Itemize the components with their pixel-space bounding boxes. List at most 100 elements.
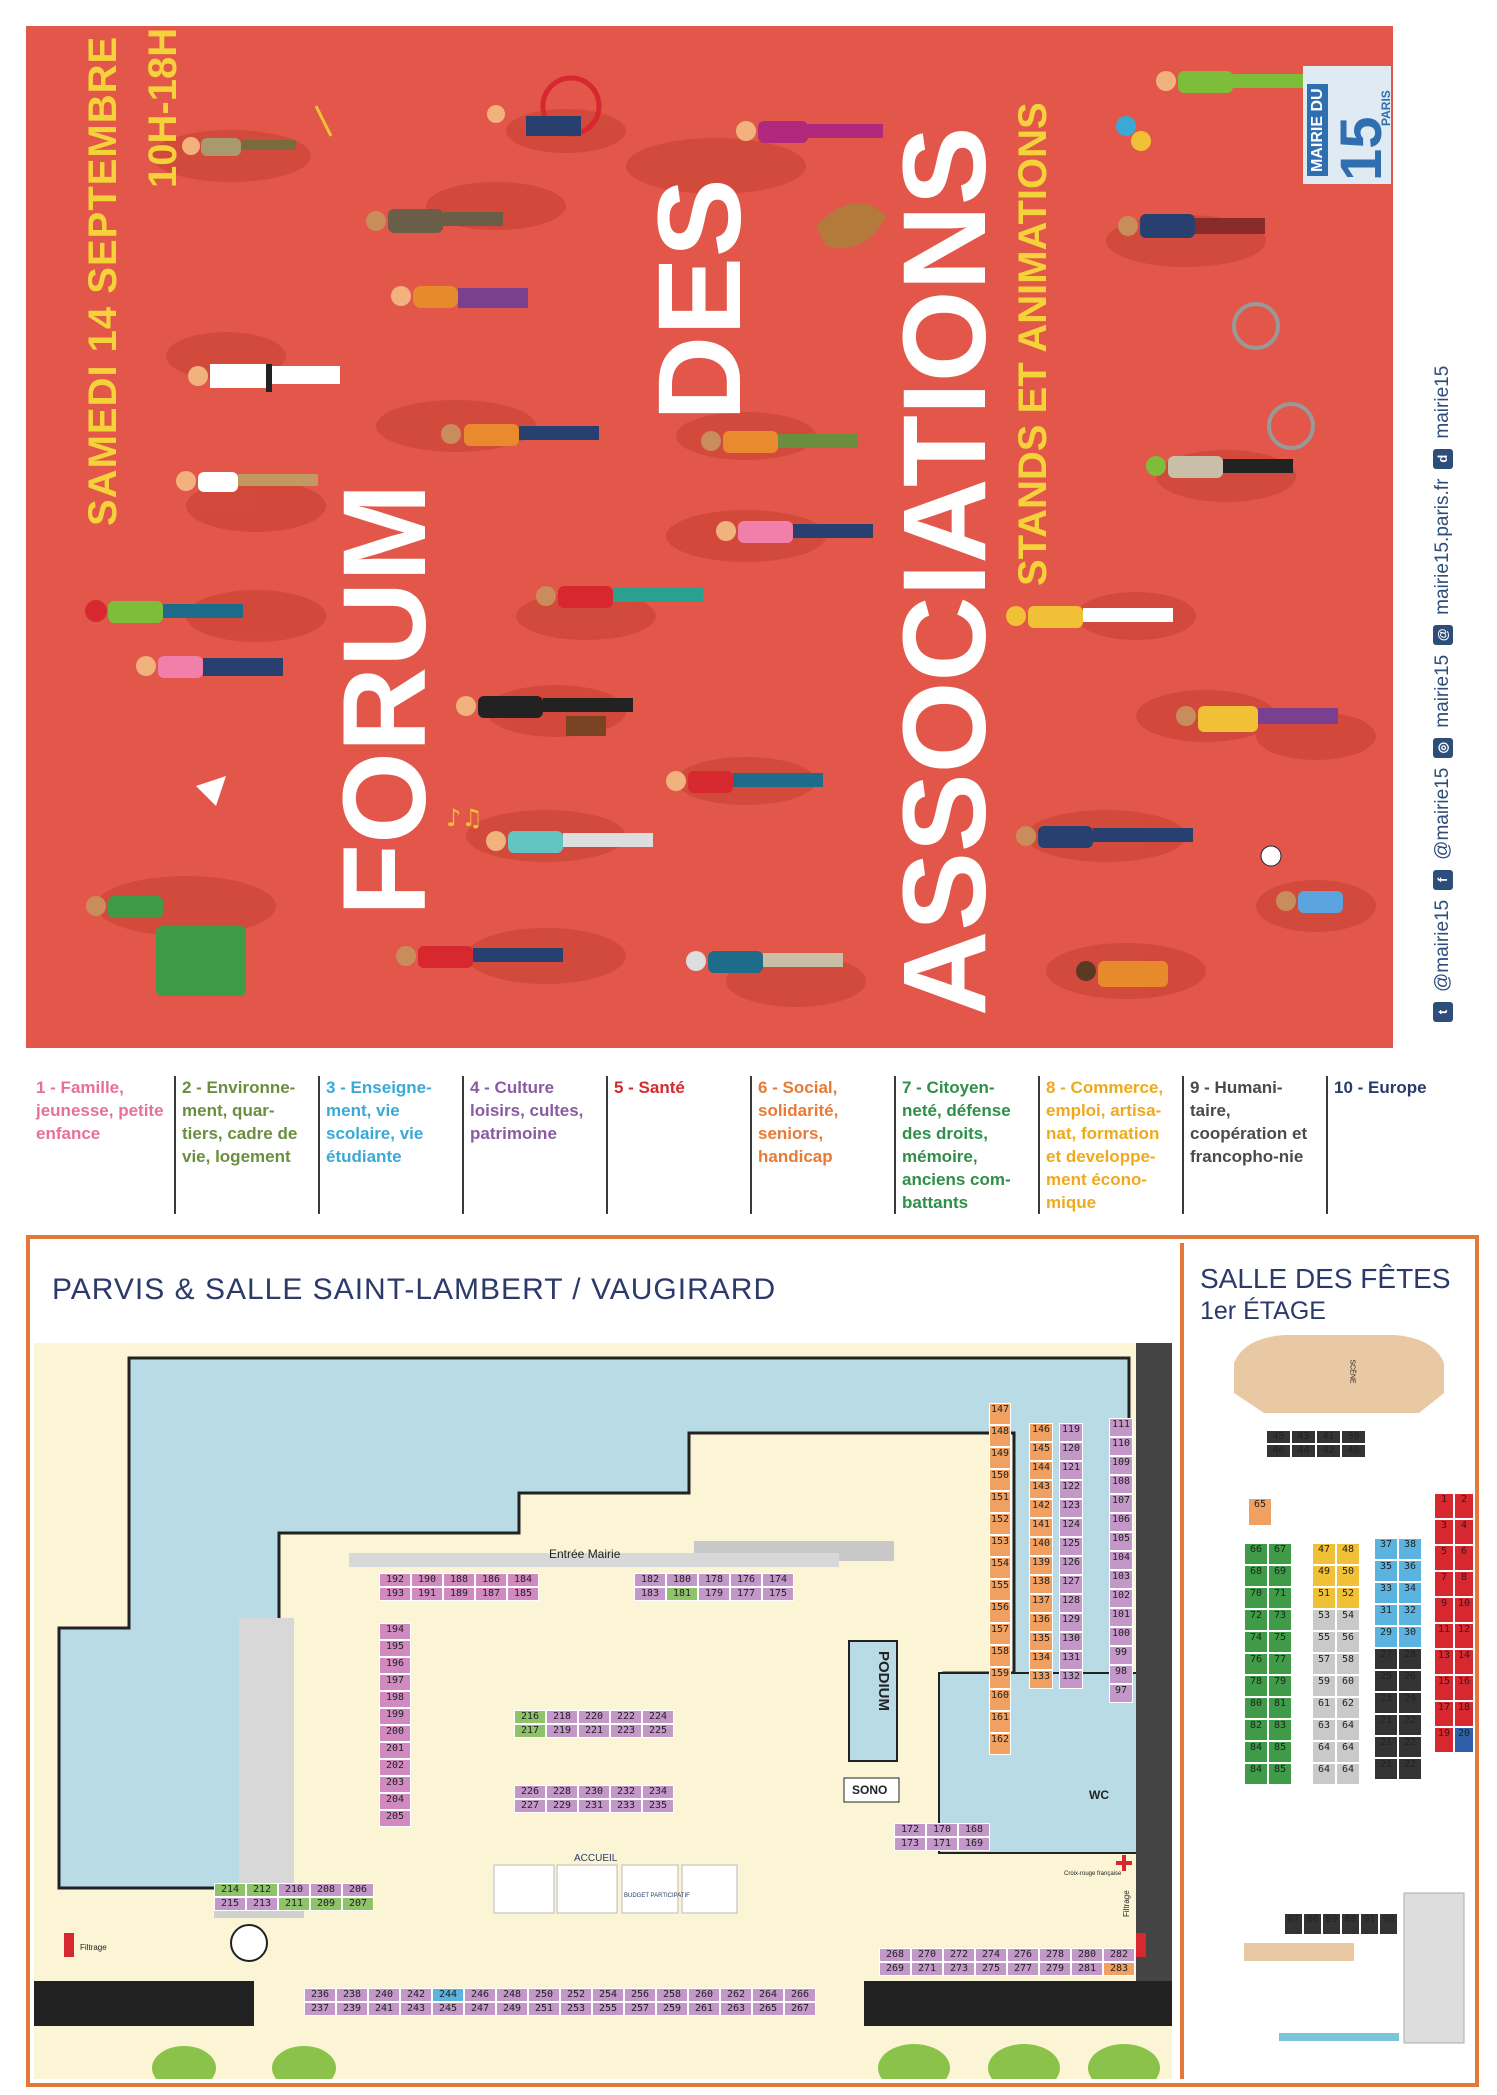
stand-box: 201 bbox=[379, 1742, 411, 1759]
stand-box: 133 bbox=[1029, 1670, 1053, 1689]
stand-box: 220 bbox=[578, 1710, 610, 1724]
stand-box: 7 bbox=[1434, 1571, 1454, 1597]
stand-box: 178 bbox=[698, 1573, 730, 1587]
stand-box: 123 bbox=[1059, 1499, 1083, 1518]
stand-box: 242 bbox=[400, 1988, 432, 2002]
stand-box: 85 bbox=[1268, 1741, 1292, 1763]
stand-box: 70 bbox=[1244, 1587, 1268, 1609]
stand-box: 175 bbox=[762, 1587, 794, 1601]
budget-label: BUDGET PARTICIPATIF bbox=[624, 1893, 690, 1899]
twitter-handle[interactable]: @mairie15 bbox=[1432, 899, 1453, 992]
accueil-label: ACCUEIL bbox=[574, 1853, 618, 1864]
stand-box: 274 bbox=[975, 1948, 1007, 1962]
stand-box: 121 bbox=[1059, 1461, 1083, 1480]
stand-box: 214 bbox=[214, 1883, 246, 1897]
category-legend: 1 - Famille, jeunesse, petite enfance 2 … bbox=[30, 1068, 1450, 1218]
stand-box: 52 bbox=[1336, 1587, 1360, 1609]
parvis-map: PARVIS & SALLE SAINT-LAMBERT / VAUGIRARD bbox=[34, 1243, 1172, 2079]
stand-box: 87 bbox=[1284, 1913, 1303, 1935]
stand-box: 23 bbox=[1374, 1692, 1398, 1714]
stand-box: 17 bbox=[1434, 1701, 1454, 1727]
stand-box: 3 bbox=[1434, 1519, 1454, 1545]
stand-box: 64 bbox=[1336, 1741, 1360, 1763]
stand-box: 130 bbox=[1059, 1632, 1083, 1651]
stand-box: 84 bbox=[1244, 1763, 1268, 1785]
stand-box: 258 bbox=[656, 1988, 688, 2002]
stand-box: 65 bbox=[1248, 1498, 1272, 1526]
stand-box: 21 bbox=[1374, 1736, 1398, 1758]
stand-box: 194 bbox=[379, 1623, 411, 1640]
stand-box: 125 bbox=[1059, 1537, 1083, 1556]
stand-box: 132 bbox=[1059, 1670, 1083, 1689]
stand-box: 22 bbox=[1398, 1714, 1422, 1736]
stand-box: 233 bbox=[610, 1799, 642, 1813]
stand-box: 192 bbox=[379, 1573, 411, 1587]
stand-box: 217 bbox=[514, 1724, 546, 1738]
stand-box: 171 bbox=[926, 1837, 958, 1851]
stand-box: 269 bbox=[879, 1962, 911, 1976]
stand-box: 99 bbox=[1109, 1646, 1133, 1665]
stand-box: 145 bbox=[1029, 1442, 1053, 1461]
stand-box: 102 bbox=[1109, 1589, 1133, 1608]
stand-box: 6 bbox=[1454, 1545, 1474, 1571]
stand-box: 44 bbox=[1291, 1444, 1316, 1458]
stand-box: 229 bbox=[546, 1799, 578, 1813]
legend-item-5: 5 - Santé bbox=[606, 1076, 746, 1214]
stand-box: 13 bbox=[1434, 1649, 1454, 1675]
instagram-handle[interactable]: mairie15 bbox=[1432, 654, 1453, 728]
stand-box: 252 bbox=[560, 1988, 592, 2002]
legend-item-4: 4 - Culture loisirs, cultes, patrimoine bbox=[462, 1076, 602, 1214]
stand-box: 276 bbox=[1007, 1948, 1039, 1962]
stand-box: 26 bbox=[1398, 1670, 1422, 1692]
stand-box: 81 bbox=[1268, 1697, 1292, 1719]
stand-box: 19 bbox=[1434, 1727, 1454, 1753]
stand-box: 154 bbox=[989, 1557, 1011, 1579]
stand-box: 251 bbox=[528, 2002, 560, 2016]
legend-item-9: 9 - Humani-taire, coopération et francop… bbox=[1182, 1076, 1322, 1214]
stand-box: 156 bbox=[989, 1601, 1011, 1623]
stand-box: 131 bbox=[1059, 1651, 1083, 1670]
dailymotion-handle[interactable]: mairie15 bbox=[1432, 365, 1453, 439]
stand-box: 270 bbox=[911, 1948, 943, 1962]
stand-box: 241 bbox=[368, 2002, 400, 2016]
stand-box: 193 bbox=[379, 1587, 411, 1601]
stand-box: 265 bbox=[752, 2002, 784, 2016]
stand-box: 157 bbox=[989, 1623, 1011, 1645]
stand-box: 213 bbox=[246, 1897, 278, 1911]
facebook-handle[interactable]: @mairie15 bbox=[1432, 767, 1453, 860]
stand-box: 278 bbox=[1039, 1948, 1071, 1962]
legend-item-10: 10 - Europe bbox=[1326, 1076, 1446, 1214]
stand-box: 60 bbox=[1336, 1675, 1360, 1697]
stand-box: 126 bbox=[1059, 1556, 1083, 1575]
website-link[interactable]: mairie15.paris.fr bbox=[1432, 478, 1453, 615]
stand-box: 162 bbox=[989, 1733, 1011, 1755]
stand-box: 56 bbox=[1336, 1631, 1360, 1653]
stand-box: 64 bbox=[1336, 1763, 1360, 1785]
stand-box: 29 bbox=[1374, 1626, 1398, 1648]
stand-box: 211 bbox=[278, 1897, 310, 1911]
stand-box: 127 bbox=[1059, 1575, 1083, 1594]
stand-box: 243 bbox=[400, 2002, 432, 2016]
stand-box: 40 bbox=[1341, 1444, 1366, 1458]
stand-box: 275 bbox=[975, 1962, 1007, 1976]
logo-text-paris: PARIS bbox=[1379, 90, 1393, 126]
logo-number: 15 bbox=[1329, 116, 1393, 181]
salle-floor: 1er ÉTAGE bbox=[1200, 1297, 1326, 1325]
stand-box: 10 bbox=[1454, 1597, 1474, 1623]
stand-box: 234 bbox=[642, 1785, 674, 1799]
stand-box: 185 bbox=[507, 1587, 539, 1601]
stand-box: 248 bbox=[496, 1988, 528, 2002]
mairie-logo: MAIRIE DU 15 PARIS bbox=[1283, 56, 1393, 186]
stand-box: 168 bbox=[958, 1823, 990, 1837]
stand-box: 183 bbox=[634, 1587, 666, 1601]
stand-box: 158 bbox=[989, 1645, 1011, 1667]
event-poster: ♪♫ SAMEDI 14 SEPTEMBRE 10H-18H FORUM DES… bbox=[26, 26, 1393, 1048]
stand-box: 223 bbox=[610, 1724, 642, 1738]
stand-box: 227 bbox=[514, 1799, 546, 1813]
stand-box: 129 bbox=[1059, 1613, 1083, 1632]
stand-box: 106 bbox=[1109, 1513, 1133, 1532]
stand-box: 259 bbox=[656, 2002, 688, 2016]
stand-box: 195 bbox=[379, 1640, 411, 1657]
stand-box: 122 bbox=[1059, 1480, 1083, 1499]
